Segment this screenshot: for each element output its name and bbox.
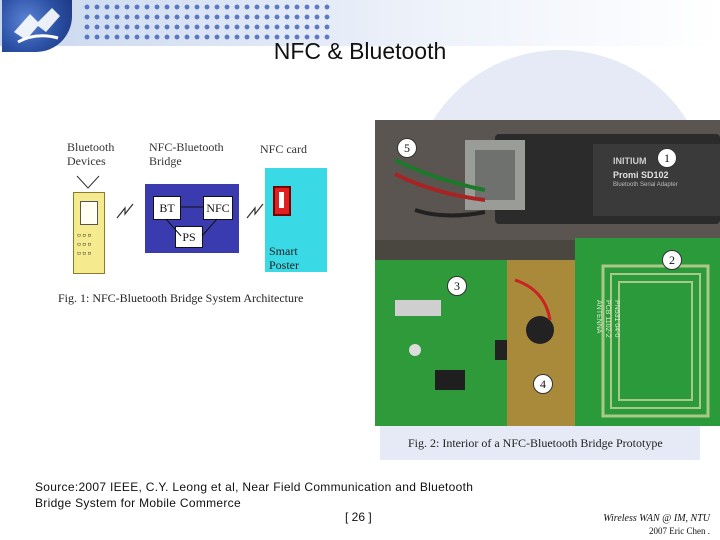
phone-keypad: ▫▫▫▫▫▫▫▫▫ (77, 231, 101, 258)
footer-credit: Wireless WAN @ IM, NTU 2007 Eric Chen . (603, 512, 710, 538)
source-citation: Source:2007 IEEE, C.Y. Leong et al, Near… (35, 479, 473, 511)
bridge-connections (145, 184, 239, 253)
bluetooth-device-phone: ▫▫▫▫▫▫▫▫▫ (73, 192, 105, 274)
marker-3: 3 (447, 276, 467, 296)
dot-pattern-decoration (82, 2, 332, 42)
marker-1: 1 (657, 148, 677, 168)
figure-1-caption: Fig. 1: NFC-Bluetooth Bridge System Arch… (58, 291, 303, 306)
figure-2-prototype-photo: INITIUM Promi SD102 Bluetooth Serial Ada… (375, 120, 720, 426)
label-nfc-bluetooth-bridge: NFC-Bluetooth Bridge (149, 140, 224, 168)
page-number: [ 26 ] (345, 510, 372, 524)
marker-4: 4 (533, 374, 553, 394)
label-nfc-card: NFC card (260, 142, 307, 156)
antenna-board-label: PN531 04-0 PCB 1102-2 ANTENNA (594, 300, 621, 360)
module-brand-label: INITIUM (613, 156, 647, 166)
phone-screen (80, 201, 98, 225)
figure-1-architecture-diagram: Bluetooth Devices NFC-Bluetooth Bridge N… (55, 128, 350, 310)
wireless-link-icon (115, 202, 135, 220)
marker-5: 5 (397, 138, 417, 158)
label-bluetooth-devices: Bluetooth Devices (67, 140, 114, 168)
marker-2: 2 (662, 250, 682, 270)
slide-title: NFC & Bluetooth (0, 38, 720, 65)
nfc-bluetooth-bridge-box: BT NFC PS (145, 184, 239, 253)
nfc-card-smart-poster: Smart Poster (265, 168, 327, 272)
antenna-icon (73, 172, 103, 192)
figure-2-caption: Fig. 2: Interior of a NFC-Bluetooth Brid… (408, 436, 663, 451)
smart-poster-label: Smart Poster (269, 244, 299, 272)
module-model-label: Promi SD102 (613, 170, 669, 180)
nfc-link-icon (245, 202, 265, 220)
module-desc-label: Bluetooth Serial Adapter (613, 182, 678, 188)
nfc-chip (273, 186, 291, 216)
